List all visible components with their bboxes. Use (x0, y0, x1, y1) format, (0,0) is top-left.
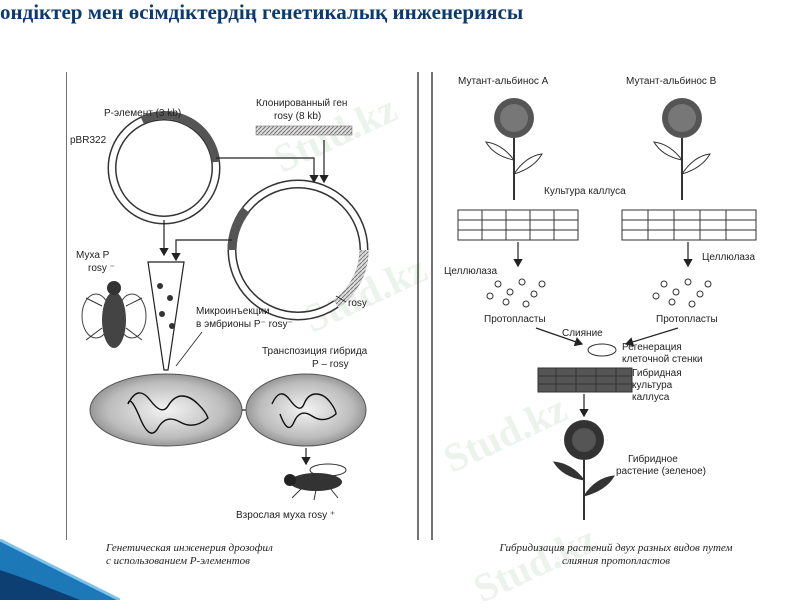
hybrid-callus-label-2: культура (632, 380, 673, 391)
transposition-label-2: Р – rosy (312, 359, 349, 370)
plasmid-pbr322 (107, 111, 221, 225)
cloned-gene-fragment (255, 125, 353, 136)
pbr322-label: pBR322 (70, 135, 107, 146)
rosy-label: rosy (348, 298, 367, 309)
hybrid-callus (537, 367, 633, 393)
protoplasts-right-label: Протопласты (656, 314, 718, 325)
hybrid-plant-label-2: растение (зеленое) (616, 466, 706, 477)
adult-fly-illustration (284, 463, 347, 501)
rosy-segment (333, 249, 369, 308)
plant-b-illustration (653, 98, 711, 200)
corner-decoration (0, 538, 120, 600)
cloned-gene-label-2: rosy (8 kb) (274, 111, 321, 122)
callus-label: Культура каллуса (544, 186, 626, 197)
cellulase-left-label: Целлюлаза (444, 266, 497, 277)
fused-protoplast (587, 343, 617, 357)
recombinant-plasmid (227, 179, 369, 321)
arrow-recombinant-to-needle (171, 239, 232, 262)
hybrid-plant-illustration (553, 420, 615, 520)
cloned-gene-label-1: Клонированный ген (256, 98, 347, 109)
arrow-plasmid-to-recombinant (216, 157, 319, 184)
plant-a-illustration (485, 98, 543, 200)
fly-p-label-1: Муха Р (76, 250, 110, 261)
regen-label-2: клеточной стенки (622, 354, 703, 365)
arrow-fusion-a (535, 327, 584, 347)
embryo-1 (89, 373, 243, 447)
injection-needle (147, 261, 185, 371)
protoplasts-b (652, 278, 712, 308)
left-caption-line-2: с использованием Р-элементов (106, 555, 250, 567)
transposition-label-1: Транспозиция гибрида (262, 345, 368, 357)
left-caption-line-1: Генетическая инженерия дрозофил (106, 542, 273, 554)
microinjection-label-2: в эмбрионы Р⁻ rosy⁻ (196, 318, 293, 330)
fusion-label: Слияние (562, 328, 603, 339)
regen-label-1: Регенерация (622, 342, 682, 353)
rosy-pointer (335, 295, 347, 303)
p-element-segment (140, 111, 220, 163)
mutant-a-label: Мутант-альбинос А (458, 75, 549, 87)
fly-p-illustration (81, 281, 147, 348)
callus-culture-b (621, 209, 757, 241)
hybrid-plant-label-1: Гибридное (628, 453, 678, 465)
right-caption-line-1: Гибридизация растений двух разных видов … (499, 542, 733, 554)
protoplasts-a (486, 278, 546, 308)
mutant-b-label: Мутант-альбинос В (626, 75, 717, 87)
arrow-fusion-b (624, 327, 679, 347)
p-element-label: Р-элемент (3 kb) (104, 108, 181, 119)
right-caption-line-2: слияния протопластов (561, 555, 671, 567)
figure: Р-элемент (3 kb) pBR322 Клонированный ге… (65, 70, 796, 570)
adult-fly-label: Взрослая муха rosy ⁺ (236, 510, 335, 521)
embryo-2 (245, 373, 367, 447)
left-caption: Генетическая инженерия дрозофил с исполь… (106, 542, 273, 568)
protoplasts-left-label: Протопласты (484, 314, 546, 325)
microinjection-pointer (175, 331, 203, 367)
right-caption: Гибридизация растений двух разных видов … (436, 542, 796, 568)
hybrid-callus-label-1: Гибридная (632, 367, 682, 379)
p-element-segment-2 (227, 207, 250, 251)
microinjection-label-1: Микроинъекции (196, 306, 270, 317)
figure-svg: Р-элемент (3 kb) pBR322 Клонированный ге… (65, 72, 757, 540)
cellulase-right-label: Целлюлаза (702, 252, 755, 263)
hybrid-callus-label-3: каллуса (632, 392, 670, 403)
fly-p-label-2: rosy ⁻ (88, 263, 115, 274)
slide-title: ондіктер мен өсімдіктердің генетикалық и… (0, 0, 524, 24)
callus-culture-a (457, 209, 579, 241)
